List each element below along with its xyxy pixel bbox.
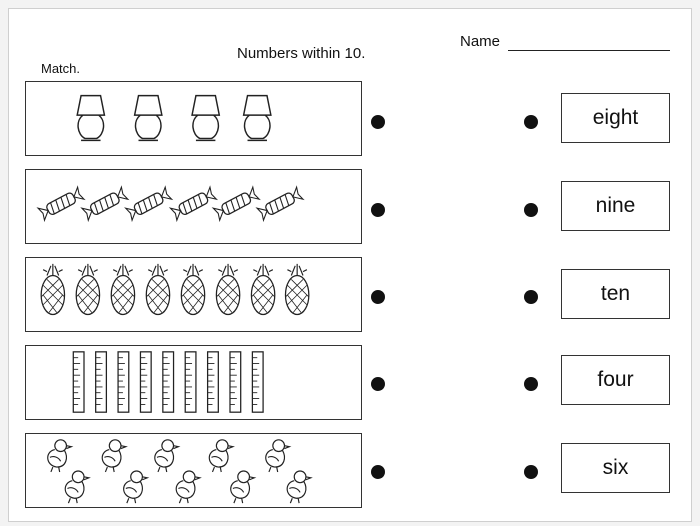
chick-icon — [208, 439, 235, 473]
chick-icon — [101, 439, 128, 473]
candy-icon-group — [36, 185, 305, 223]
candy-icon — [211, 185, 261, 223]
lamp-icon — [76, 94, 106, 142]
pineapple-icon-group — [40, 263, 310, 316]
ruler-icon — [251, 351, 264, 413]
match-dot-right[interactable] — [524, 203, 538, 217]
match-dot-right[interactable] — [524, 465, 538, 479]
pineapple-icon — [110, 263, 136, 316]
picture-box-chicks — [25, 433, 362, 508]
lamp-icon — [242, 94, 272, 142]
chick-icon — [265, 439, 292, 473]
ruler-icon — [229, 351, 242, 413]
chick-icon — [286, 470, 313, 504]
picture-box-candies — [25, 169, 362, 244]
chick-icon — [64, 470, 91, 504]
match-dot-left[interactable] — [371, 465, 385, 479]
match-dot-right[interactable] — [524, 290, 538, 304]
lamp-icon — [133, 94, 163, 142]
ruler-icon-group — [72, 351, 264, 413]
ruler-icon — [72, 351, 85, 413]
lamp-icon-group — [76, 94, 272, 142]
chick-icon — [47, 439, 74, 473]
name-label: Name — [460, 33, 501, 50]
picture-box-pineapples — [25, 257, 362, 332]
pineapple-icon — [284, 263, 310, 316]
ruler-icon — [184, 351, 197, 413]
match-dot-right[interactable] — [524, 115, 538, 129]
ruler-icon — [139, 351, 152, 413]
candy-icon — [168, 185, 219, 223]
name-line[interactable] — [508, 50, 670, 51]
pineapple-icon — [145, 263, 171, 316]
pineapple-icon — [40, 263, 66, 316]
match-dot-left[interactable] — [371, 203, 385, 217]
candy-icon — [255, 185, 305, 223]
chick-icon — [123, 470, 150, 504]
pineapple-icon — [215, 263, 241, 316]
ruler-icon — [162, 351, 175, 413]
match-dot-left[interactable] — [371, 115, 385, 129]
match-dot-right[interactable] — [524, 377, 538, 391]
word-box-nine: nine — [561, 181, 670, 231]
instruction-text: Match. — [41, 61, 81, 76]
chick-icon — [230, 470, 257, 504]
candy-icon — [124, 185, 174, 223]
word-box-four: four — [561, 355, 670, 405]
chick-icon — [154, 439, 181, 473]
ruler-icon — [95, 351, 108, 413]
word-box-eight: eight — [561, 93, 670, 143]
candy-icon — [80, 185, 130, 223]
picture-box-rulers — [25, 345, 362, 420]
match-dot-left[interactable] — [371, 290, 385, 304]
chick-icon — [175, 470, 202, 504]
chick-icon-group — [47, 439, 313, 504]
candy-icon — [36, 185, 86, 223]
ruler-icon — [206, 351, 219, 413]
pineapple-icon — [75, 263, 101, 316]
pineapple-icon — [250, 263, 276, 316]
worksheet-title: Numbers within 10. — [237, 45, 366, 62]
ruler-icon — [117, 351, 130, 413]
word-box-six: six — [561, 443, 670, 493]
pineapple-icon — [180, 263, 206, 316]
lamp-icon — [191, 94, 221, 142]
picture-box-lamps — [25, 81, 362, 156]
match-dot-left[interactable] — [371, 377, 385, 391]
word-box-ten: ten — [561, 269, 670, 319]
